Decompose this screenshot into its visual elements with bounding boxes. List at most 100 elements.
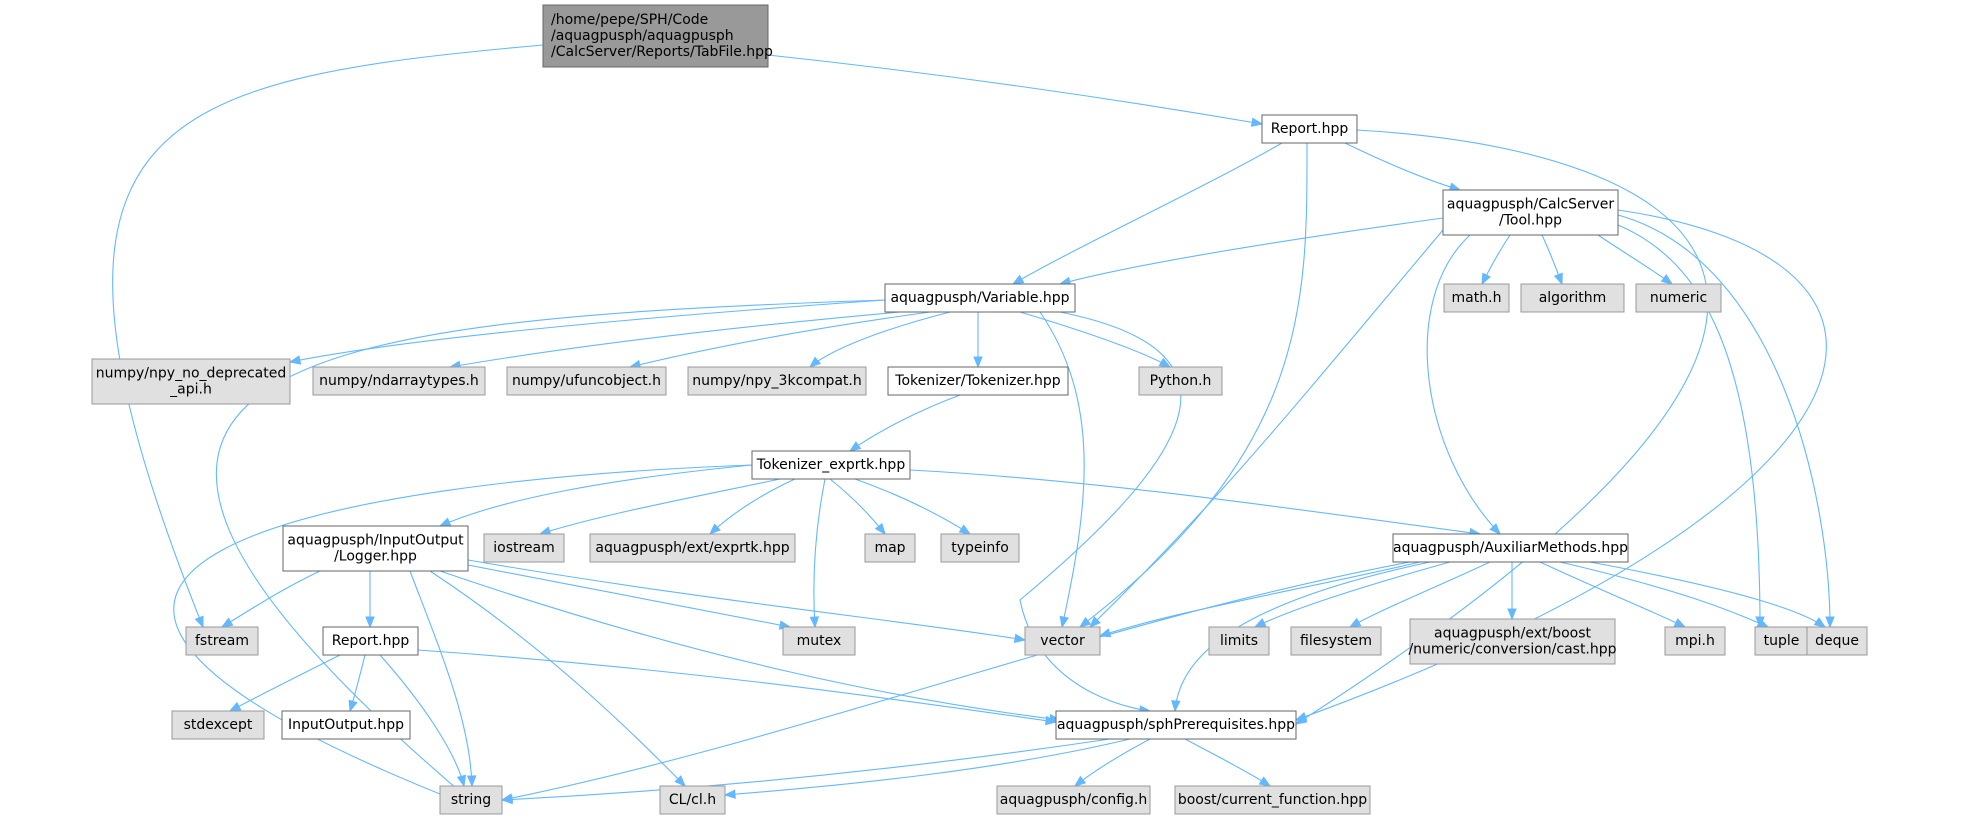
edge-line (767, 54, 1263, 125)
node-label: /home/pepe/SPH/Code (551, 12, 708, 28)
node-label: deque (1815, 633, 1859, 649)
node-label: numpy/ufuncobject.h (512, 373, 661, 389)
edge-line (429, 570, 686, 787)
node-variable[interactable]: aquagpusph/Variable.hpp (884, 283, 1076, 313)
edge-tool-to-numeric (1597, 234, 1674, 285)
edge-line (112, 44, 544, 628)
node-deque: deque (1806, 626, 1868, 656)
node-mutex: mutex (782, 626, 856, 656)
edge-tok_exprtk-to-string (173, 464, 753, 801)
node-sphprereq[interactable]: aquagpusph/sphPrerequisites.hpp (1055, 710, 1297, 740)
node-fstream: fstream (185, 626, 259, 656)
node-report2[interactable]: Report.hpp (322, 626, 419, 656)
node-box (1055, 710, 1297, 740)
node-iostream: iostream (483, 533, 565, 563)
arrowhead (220, 617, 234, 628)
node-box (940, 533, 1020, 563)
arrowhead (194, 615, 204, 629)
edge-report2-to-stdexcept (228, 654, 341, 712)
node-ufuncobject: numpy/ufuncobject.h (506, 366, 667, 396)
node-label: algorithm (1539, 290, 1607, 306)
node-box (1261, 114, 1358, 144)
node-string: string (439, 785, 503, 815)
edge-report-to-variable (1011, 142, 1283, 285)
arrowhead (1294, 711, 1308, 721)
node-box (506, 366, 667, 396)
arrowhead (1013, 633, 1027, 644)
node-label: numpy/ndarraytypes.h (319, 373, 479, 389)
arrowhead (674, 775, 686, 787)
node-box (542, 4, 769, 68)
node-label: InputOutput.hpp (288, 717, 404, 733)
node-label: typeinfo (951, 540, 1009, 556)
node-tool[interactable]: aquagpusph/CalcServer/Tool.hpp (1442, 189, 1619, 236)
node-stdexcept: stdexcept (171, 710, 265, 740)
edge-auxiliar-to-boostcast (1507, 561, 1517, 621)
edge-line (809, 311, 951, 368)
node-box (281, 710, 411, 740)
edge-variable-to-npy_no_dep (288, 299, 886, 365)
arrowhead (1489, 523, 1501, 535)
edge-auxiliar-to-mpi (1539, 561, 1687, 628)
node-box (439, 785, 503, 815)
node-filesystem: filesystem (1290, 626, 1382, 656)
arrowhead (1481, 272, 1491, 286)
node-boostfunc: boost/current_function.hpp (1174, 785, 1371, 815)
node-npy3k: numpy/npy_3kcompat.h (687, 366, 867, 396)
node-label: Report.hpp (1271, 121, 1349, 137)
edge-report2-to-string (379, 654, 467, 788)
edge-line (909, 469, 1481, 535)
edge-line (1019, 311, 1171, 368)
node-auxiliar[interactable]: aquagpusph/AuxiliarMethods.hpp (1392, 533, 1629, 563)
node-label: aquagpusph/sphPrerequisites.hpp (1057, 717, 1295, 733)
node-label: mpi.h (1675, 633, 1715, 649)
node-label: map (874, 540, 905, 556)
edge-logger-to-string (409, 570, 477, 788)
edge-logger-to-clh (429, 570, 686, 787)
node-mpi: mpi.h (1664, 626, 1726, 656)
arrowhead (1011, 274, 1025, 285)
node-box (1174, 785, 1371, 815)
edge-line (1059, 217, 1444, 285)
edge-sphprereq-to-config (1073, 738, 1151, 787)
node-label: Python.h (1150, 373, 1212, 389)
node-label: aquagpusph/InputOutput (287, 533, 464, 549)
node-algorithm: algorithm (1520, 283, 1625, 313)
edge-variable-to-python (1019, 311, 1172, 368)
node-label: numpy/npy_no_deprecated (96, 366, 286, 382)
node-inputoutput[interactable]: InputOutput.hpp (281, 710, 411, 740)
node-tokenizer[interactable]: Tokenizer/Tokenizer.hpp (887, 366, 1069, 396)
arrowhead (288, 355, 302, 365)
node-box (1409, 618, 1616, 665)
edge-line (1089, 229, 1444, 628)
node-report[interactable]: Report.hpp (1261, 114, 1358, 144)
node-tok_exprtk[interactable]: Tokenizer_exprtk.hpp (751, 450, 911, 480)
node-box (1520, 283, 1625, 313)
edge-report2-to-inputoutput (348, 654, 366, 713)
edges-layer (112, 44, 1835, 805)
node-label: iostream (493, 540, 555, 556)
node-clh: CL/cl.h (659, 785, 726, 815)
node-logger[interactable]: aquagpusph/InputOutput/Logger.hpp (282, 525, 469, 572)
edge-variable-to-tokenizer (973, 312, 983, 369)
node-root[interactable]: /home/pepe/SPH/Code/aquagpusph/aquagpusp… (542, 4, 773, 68)
edge-line (709, 478, 796, 535)
edge-line (289, 299, 886, 363)
arrowhead (723, 789, 736, 799)
node-box (1208, 626, 1270, 656)
node-label: aquagpusph/ext/boost (1434, 626, 1592, 642)
node-box (322, 626, 419, 656)
node-box (1443, 283, 1510, 313)
arrowhead (1171, 700, 1181, 713)
node-box (1442, 189, 1619, 236)
arrowhead (1507, 608, 1517, 621)
edge-sphprereq-to-string (500, 738, 1111, 805)
arrowhead (809, 616, 820, 629)
node-label: stdexcept (184, 717, 253, 733)
node-box (282, 525, 469, 572)
edge-line (467, 559, 1026, 641)
edge-tok_exprtk-to-typeinfo (854, 478, 972, 535)
node-box (864, 533, 916, 563)
edge-line (1559, 561, 1769, 628)
